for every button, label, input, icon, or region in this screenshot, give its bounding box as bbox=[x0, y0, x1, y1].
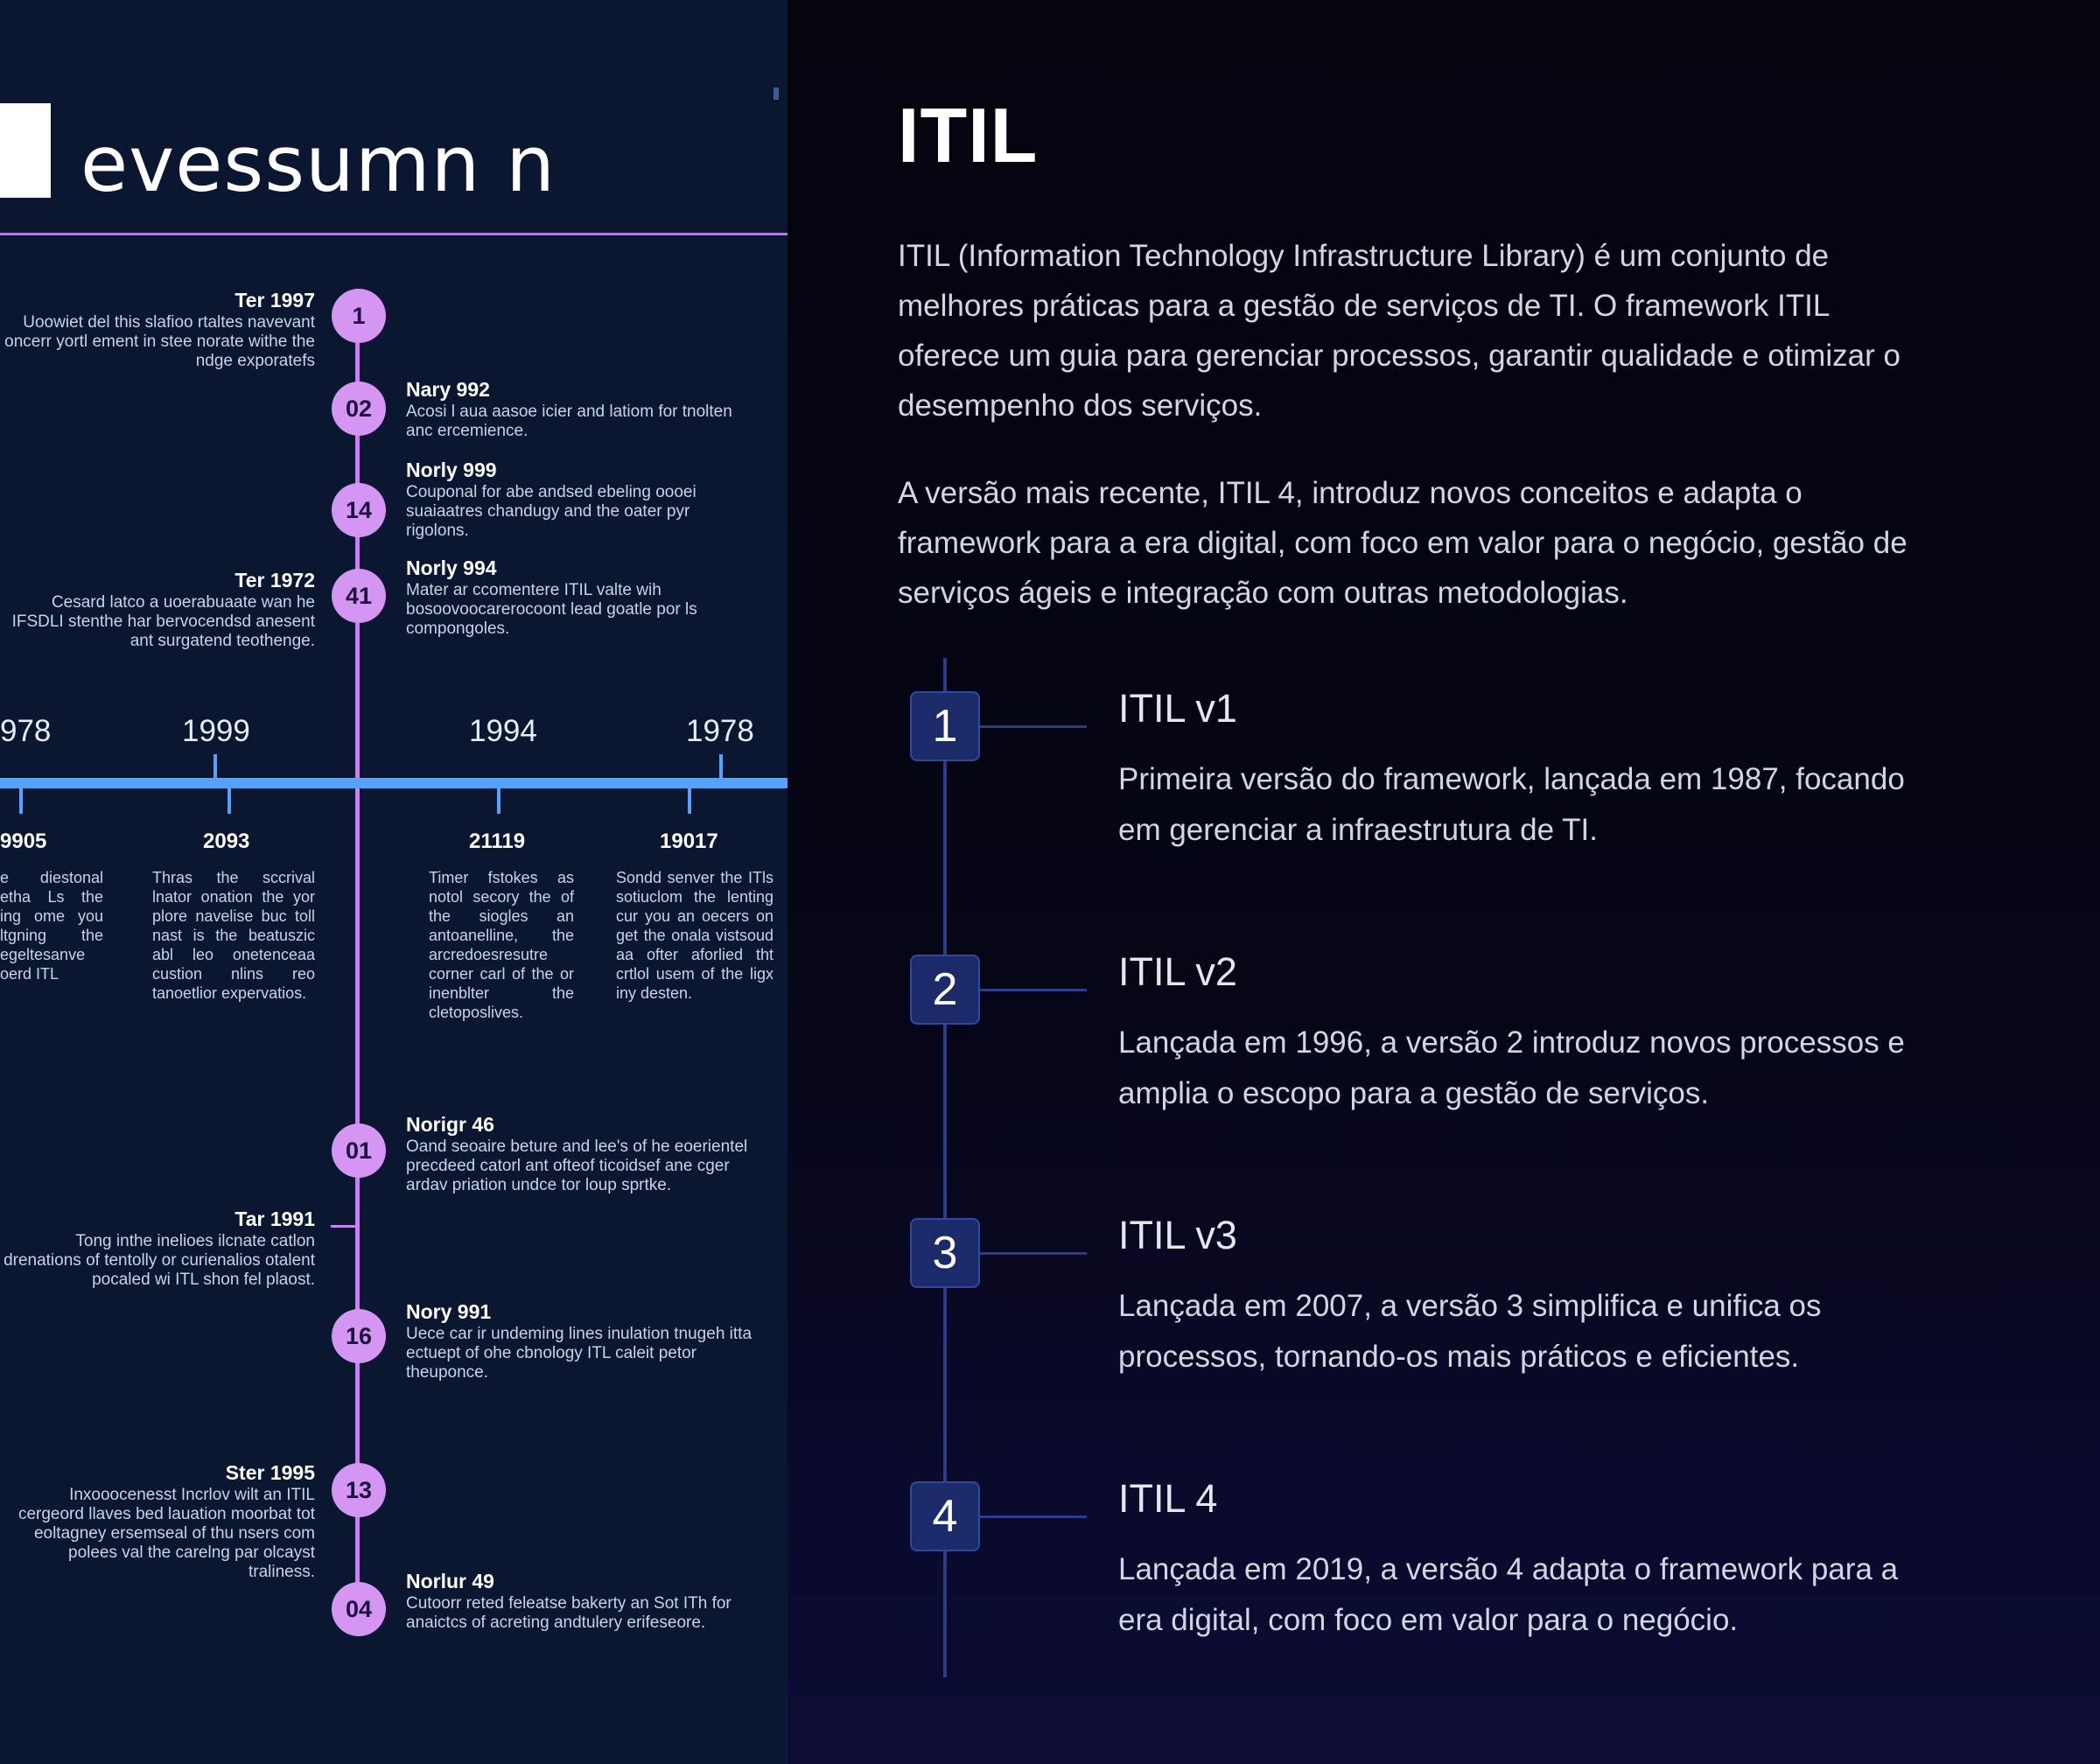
event-title: Norly 994 bbox=[406, 556, 497, 579]
axis-column-title: 9905 bbox=[0, 830, 47, 853]
timeline-event: Norlur 49 Cutoorr reted feleatse bakerty… bbox=[406, 1572, 756, 1633]
timeline-node: 02 bbox=[332, 382, 386, 436]
version-title: ITIL 4 bbox=[1118, 1476, 1218, 1521]
event-title: Ster 1995 bbox=[225, 1461, 315, 1484]
version-connector bbox=[980, 1516, 1087, 1518]
axis-year-label: 1994 bbox=[469, 714, 537, 748]
axis-tick bbox=[228, 788, 231, 814]
event-title: Nary 992 bbox=[406, 378, 490, 401]
page-title: ITIL bbox=[898, 92, 1039, 178]
version-connector bbox=[980, 989, 1087, 991]
illustration-mark bbox=[774, 88, 779, 100]
illustration-header-rule bbox=[0, 233, 788, 235]
axis-tick bbox=[719, 754, 723, 780]
vertical-timeline-spine bbox=[355, 289, 360, 1619]
axis-year-label: 1978 bbox=[686, 714, 754, 748]
event-text: Mater ar ccomentere ITIL valte wih bosoo… bbox=[406, 581, 697, 638]
event-title: Norlur 49 bbox=[406, 1570, 494, 1592]
axis-tick bbox=[688, 788, 691, 814]
itil4-paragraph: A versão mais recente, ITIL 4, introduz … bbox=[898, 476, 1908, 610]
event-text: Acosi l aua aasoe icier and latiom for t… bbox=[406, 402, 732, 440]
axis-tick bbox=[19, 788, 23, 814]
illustration-logo-bar bbox=[0, 103, 51, 198]
version-title: ITIL v3 bbox=[1118, 1213, 1237, 1257]
event-title: Ter 1972 bbox=[234, 569, 315, 592]
timeline-node: 41 bbox=[332, 569, 386, 623]
axis-column-title: 2093 bbox=[203, 830, 250, 853]
event-text: Cutoorr reted feleatse bakerty an Sot IT… bbox=[406, 1594, 732, 1632]
event-text: Couponal for abe andsed ebeling oooei su… bbox=[406, 483, 696, 540]
version-title: ITIL v1 bbox=[1118, 686, 1237, 731]
version-badge: 1 bbox=[910, 691, 980, 761]
timeline-node: 13 bbox=[332, 1463, 386, 1517]
axis-year-label: 1999 bbox=[182, 714, 250, 748]
version-item-v1: 1 ITIL v1 Primeira versão do framework, … bbox=[788, 686, 2100, 847]
illustration-title: evessumn n bbox=[80, 119, 556, 209]
event-text: Oand seoaire beture and lee's of he eoer… bbox=[406, 1138, 748, 1194]
horizontal-timeline-axis bbox=[0, 778, 788, 788]
event-title: Norigr 46 bbox=[406, 1113, 494, 1136]
event-text: Cesard latco a uoerabuaate wan he IFSDLI… bbox=[11, 593, 315, 650]
timeline-event: Norigr 46 Oand seoaire beture and lee's … bbox=[406, 1115, 756, 1195]
axis-column-text: Sondd senver the ITls sotiuclom the lent… bbox=[616, 869, 774, 1002]
itil-content-panel: ITIL ITIL (Information Technology Infras… bbox=[788, 0, 2100, 1764]
axis-tick bbox=[497, 788, 500, 814]
timeline-branch-dash bbox=[331, 1225, 355, 1228]
timeline-node: 04 bbox=[332, 1582, 386, 1636]
event-title: Tar 1991 bbox=[234, 1208, 315, 1230]
intro-paragraph: ITIL (Information Technology Infrastruct… bbox=[898, 239, 1900, 423]
axis-column-text: e diestonal etha Ls the ing ome you ltgn… bbox=[0, 869, 103, 983]
timeline-illustration: evessumn n 1 Ter 1997 Uoowiet del this s… bbox=[0, 0, 788, 1764]
axis-tick bbox=[214, 754, 217, 780]
version-item-v3: 3 ITIL v3 Lançada em 2007, a versão 3 si… bbox=[788, 1213, 2100, 1374]
version-item-v2: 2 ITIL v2 Lançada em 1996, a versão 2 in… bbox=[788, 949, 2100, 1110]
timeline-event: Norly 999 Couponal for abe andsed ebelin… bbox=[406, 460, 756, 541]
version-badge: 2 bbox=[910, 955, 980, 1025]
timeline-event: Norly 994 Mater ar ccomentere ITIL valte… bbox=[406, 558, 756, 639]
timeline-node: 1 bbox=[332, 289, 386, 343]
version-item-v4: 4 ITIL 4 Lançada em 2019, a versão 4 ada… bbox=[788, 1476, 2100, 1637]
event-title: Nory 991 bbox=[406, 1300, 492, 1323]
timeline-event: Ter 1972 Cesard latco a uoerabuaate wan … bbox=[0, 570, 315, 651]
axis-column-title: 21119 bbox=[469, 830, 526, 853]
version-badge: 4 bbox=[910, 1481, 980, 1551]
timeline-event: Nary 992 Acosi l aua aasoe icier and lat… bbox=[406, 380, 756, 441]
timeline-event: Ter 1997 Uoowiet del this slafioo rtalte… bbox=[0, 290, 315, 371]
version-description: Lançada em 2019, a versão 4 adapta o fra… bbox=[1118, 1552, 1899, 1637]
version-badge: 3 bbox=[910, 1218, 980, 1288]
timeline-node: 16 bbox=[332, 1309, 386, 1363]
axis-column-title: 19017 bbox=[660, 830, 718, 853]
version-title: ITIL v2 bbox=[1118, 949, 1237, 994]
version-connector bbox=[980, 725, 1087, 728]
version-description: Lançada em 1996, a versão 2 introduz nov… bbox=[1118, 1026, 1905, 1110]
version-description: Primeira versão do framework, lançada em… bbox=[1118, 762, 1905, 847]
timeline-node: 14 bbox=[332, 483, 386, 537]
timeline-event: Tar 1991 Tong inthe inelioes ilcnate cat… bbox=[0, 1209, 315, 1290]
event-text: Uoowiet del this slafioo rtaltes navevan… bbox=[4, 313, 315, 370]
event-text: Uece car ir undeming lines inulation tnu… bbox=[406, 1325, 752, 1382]
axis-column-text: Timer fstokes as notol secory the of the… bbox=[429, 869, 574, 1021]
version-connector bbox=[980, 1252, 1087, 1255]
timeline-event: Nory 991 Uece car ir undeming lines inul… bbox=[406, 1302, 756, 1382]
event-text: Inxooocenesst Incrlov wilt an ITIL cerge… bbox=[18, 1486, 315, 1581]
timeline-event: Ster 1995 Inxooocenesst Incrlov wilt an … bbox=[0, 1463, 315, 1582]
axis-year-label: 978 bbox=[0, 714, 52, 748]
timeline-node: 01 bbox=[332, 1124, 386, 1178]
event-title: Ter 1997 bbox=[234, 289, 315, 312]
axis-column-text: Thras the sccrival lnator onation the yo… bbox=[152, 869, 315, 1002]
event-text: Tong inthe inelioes ilcnate catlon drena… bbox=[4, 1232, 315, 1289]
event-title: Norly 999 bbox=[406, 458, 497, 481]
version-description: Lançada em 2007, a versão 3 simplifica e… bbox=[1118, 1289, 1822, 1374]
versions-timeline-line bbox=[943, 658, 947, 1677]
